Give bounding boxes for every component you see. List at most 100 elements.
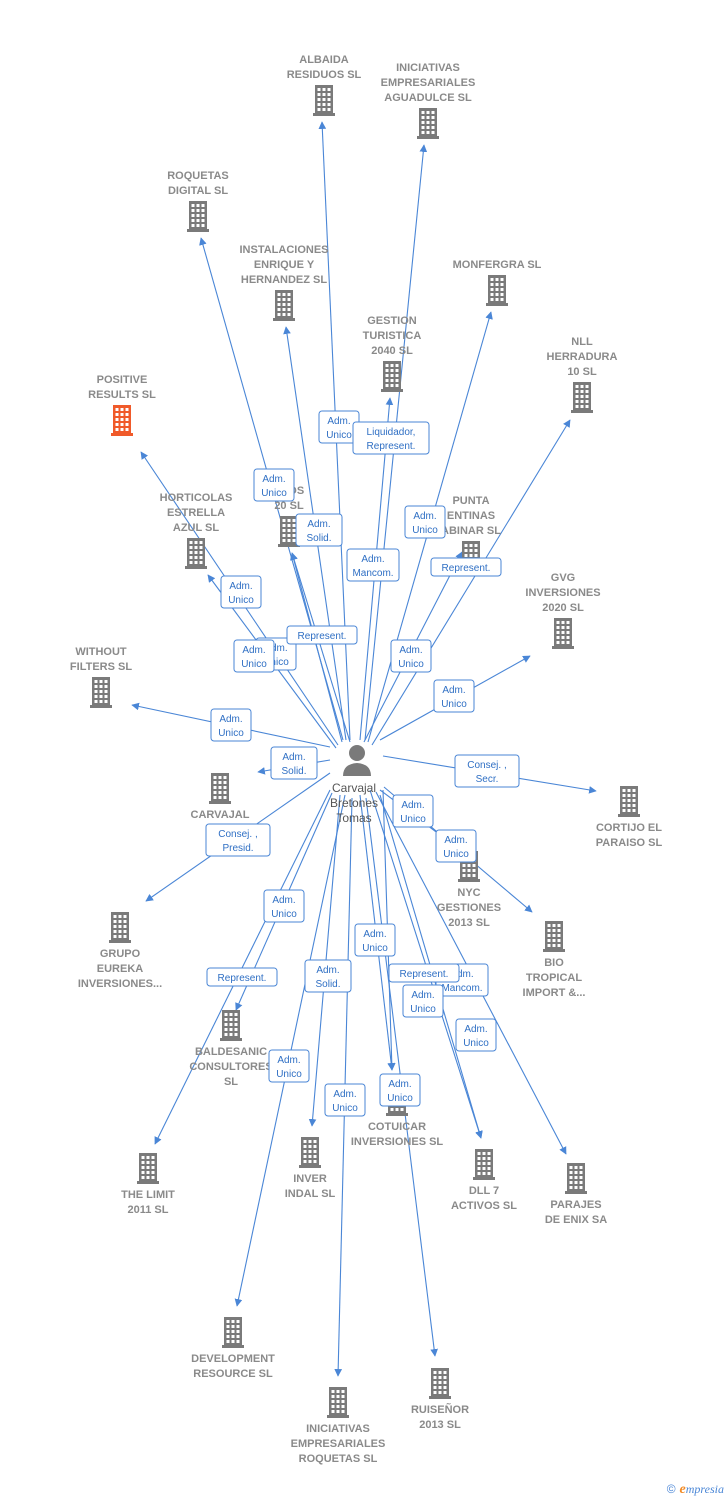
relation-label-box — [253, 468, 295, 502]
company-label-line: INICIATIVAS — [396, 62, 460, 74]
relation-label-horticolas-estrella[interactable]: Adm.Unico — [233, 639, 275, 673]
relation-label-nll-herradura[interactable]: Represent. — [430, 557, 502, 577]
company-node-grupo-eureka[interactable]: GRUPOEUREKAINVERSIONES... — [78, 912, 162, 990]
relation-label-text: Adm. — [262, 474, 285, 485]
edges-layer — [131, 121, 597, 1377]
relation-label-gvg-inversiones[interactable]: Adm. Unico — [433, 679, 475, 713]
relation-label-text: Unico — [400, 814, 426, 825]
company-label-line: RESIDUOS SL — [287, 69, 362, 81]
relation-label-development-resource[interactable]: Adm.Unico — [268, 1049, 310, 1083]
company-label-line: TROPICAL — [526, 972, 583, 984]
company-node-monfergra[interactable]: MONFERGRA SL — [453, 259, 542, 306]
relation-label-text: Mancom. — [352, 568, 393, 579]
relation-label-carvajal-bretones[interactable]: Adm.Solid. — [270, 746, 318, 780]
relation-label-parajes-enix[interactable]: Represent. — [388, 963, 460, 983]
relation-label-grupo-eureka[interactable]: Consej. ,Presid. — [205, 823, 271, 857]
relation-label-iniciativas-aguadulce[interactable]: Adm.Mancom. — [346, 548, 400, 582]
company-label-line: ROQUETAS — [167, 170, 229, 182]
company-label-line: PUNTA — [452, 495, 489, 507]
relation-label-text: Mancom. — [441, 983, 482, 994]
relation-label-monfergra[interactable]: Adm.Unico — [404, 505, 446, 539]
relation-label-roquetas-digital[interactable]: Adm.Unico — [253, 468, 295, 502]
company-label-line: RUISEÑOR — [411, 1403, 469, 1416]
building-icon — [90, 677, 112, 708]
relation-label-text: Unico — [441, 699, 467, 710]
company-label-line: PARAISO SL — [596, 837, 663, 849]
relation-label-text: Unico — [271, 909, 297, 920]
building-icon — [220, 1010, 242, 1041]
company-label-line: INICIATIVAS — [306, 1423, 370, 1435]
relation-label-box — [270, 746, 318, 780]
relation-label-box — [354, 923, 396, 957]
relation-label-text: Adm. — [442, 685, 465, 696]
relation-label-box — [286, 625, 358, 645]
company-label-line: TURISTICA — [363, 330, 422, 342]
relation-label-positive-results[interactable]: Adm.Unico — [220, 575, 262, 609]
relation-label-text: Unico — [362, 943, 388, 954]
company-label-line: INDAL SL — [285, 1188, 336, 1200]
relation-label-box — [388, 963, 460, 983]
relation-label-cotuicar[interactable]: Adm.Unico — [455, 1018, 497, 1052]
relation-label-baldesanic[interactable]: Adm.Unico — [263, 889, 305, 923]
relation-label-text: Secr. — [476, 774, 499, 785]
relation-label-punta-sabinar[interactable]: Adm.Unico — [390, 639, 432, 673]
relation-label-text: Solid. — [315, 979, 340, 990]
company-label-line: 2040 SL — [371, 345, 413, 357]
building-icon — [618, 786, 640, 817]
relation-label-text: Consej. , — [218, 829, 257, 840]
company-node-gestion-turistica[interactable]: GESTION TURISTICA 2040 SL — [363, 315, 422, 392]
relation-label-nyc-gestiones[interactable]: Adm. Unico — [392, 794, 434, 828]
relation-label-gestion-turistica[interactable]: Liquidador,Represent. — [352, 421, 430, 455]
center-person-node[interactable]: Carvajal Bretones Tomas — [330, 745, 378, 825]
company-label-line: WITHOUT — [75, 646, 127, 658]
company-label-line: NLL — [571, 336, 593, 348]
relation-label-inver-indal[interactable]: Adm.Solid. — [304, 959, 352, 993]
building-icon — [185, 538, 207, 569]
company-label-line: BALDESANIC — [195, 1046, 267, 1058]
company-label-line: CARVAJAL — [191, 809, 250, 821]
relation-label-box — [430, 557, 502, 577]
relation-label-albaida[interactable]: Adm.Unico — [318, 410, 360, 444]
relation-label-text: Adm. — [401, 800, 424, 811]
center-name-line-1: Carvajal — [332, 781, 376, 795]
relation-label-instalaciones-enrique[interactable]: Adm.Solid. — [295, 513, 343, 547]
relation-label-bio-tropical[interactable]: Adm.Unico — [435, 829, 477, 863]
relation-label-text: Unico — [263, 657, 289, 668]
company-label-line: INVERSIONES... — [78, 978, 162, 990]
relation-label-without-filters[interactable]: Adm.Unico — [210, 708, 252, 742]
building-icon — [109, 912, 131, 943]
relation-label-proyectos-2000[interactable]: Represent. — [286, 625, 358, 645]
relation-label-the-limit[interactable]: Adm.Unico — [354, 923, 396, 957]
relation-label-dll-7-activos[interactable]: Adm.Unico — [402, 984, 444, 1018]
edge-to-nll-herradura — [371, 419, 571, 746]
relation-label-cortijo-paraiso[interactable]: Consej. ,Secr. — [454, 754, 520, 788]
relation-label-text: Represent. — [400, 969, 449, 980]
relation-label-cotuicar[interactable]: Represent. — [206, 967, 278, 987]
company-label-line: 2020 SL — [542, 602, 584, 614]
company-label-line: GESTION — [367, 315, 417, 327]
relation-label-iniciativas-roquetas[interactable]: Adm.Unico — [379, 1073, 421, 1107]
relation-label-ruisenor[interactable]: Adm.Unico — [324, 1083, 366, 1117]
company-label-line: COTUICAR — [368, 1121, 426, 1133]
company-label-line: HORTICOLAS — [160, 492, 233, 504]
